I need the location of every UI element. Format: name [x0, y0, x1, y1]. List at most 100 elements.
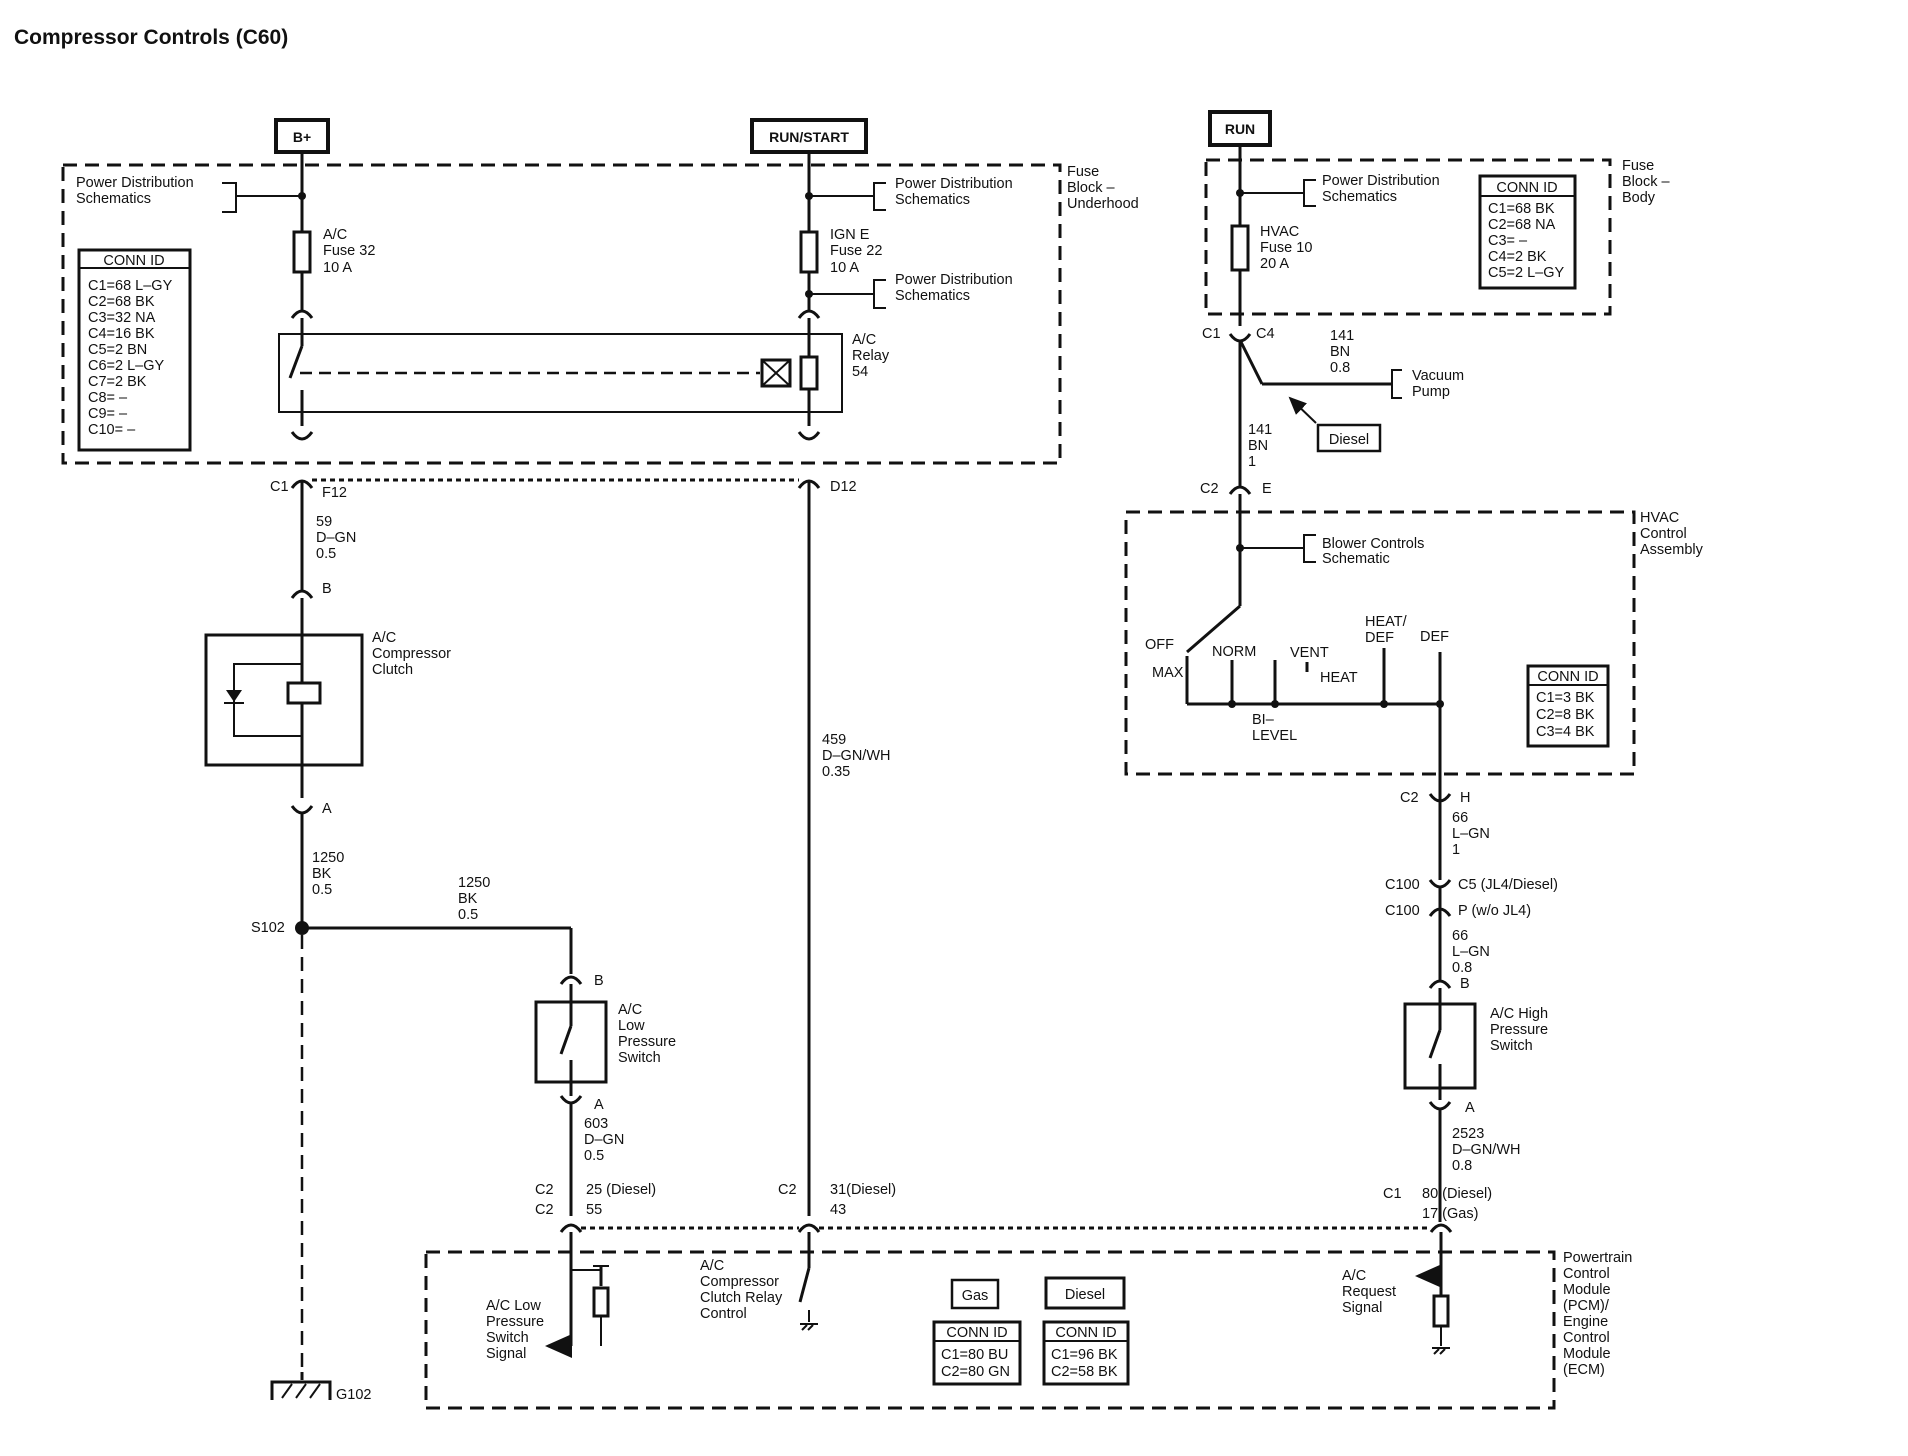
svg-text:A/C Low: A/C Low: [486, 1298, 541, 1314]
svg-text:C4=16 BK: C4=16 BK: [88, 326, 155, 342]
svg-text:C10= –: C10= –: [88, 422, 136, 438]
svg-text:Diesel: Diesel: [1065, 1287, 1105, 1303]
diesel-tag-vacuum: Diesel: [1316, 423, 1382, 453]
svg-text:A/C: A/C: [700, 1258, 724, 1274]
svg-text:C1=96 BK: C1=96 BK: [1051, 1347, 1118, 1363]
svg-text:2523: 2523: [1452, 1126, 1484, 1142]
wire-1250b-label: 1250 BK 0.5: [458, 875, 490, 923]
pcm-boundary: [424, 1250, 1556, 1410]
svg-text:A/C: A/C: [1342, 1268, 1366, 1284]
svg-text:DEF: DEF: [1420, 629, 1449, 645]
vacuum-pump-label: Vacuum Pump: [1412, 368, 1464, 400]
svg-text:C1=68 BK: C1=68 BK: [1488, 201, 1555, 217]
svg-text:1250: 1250: [458, 875, 490, 891]
svg-text:1: 1: [1248, 454, 1256, 470]
svg-text:Clutch Relay: Clutch Relay: [700, 1290, 783, 1306]
c1-right: C1: [1383, 1186, 1402, 1202]
svg-text:Switch: Switch: [1490, 1038, 1533, 1054]
svg-text:0.8: 0.8: [1452, 1158, 1472, 1174]
svg-text:10 A: 10 A: [830, 260, 859, 276]
low-pressure-switch-label: A/C Low Pressure Switch: [618, 1002, 676, 1066]
relay-coil: [760, 358, 792, 388]
ac-relay-box: [278, 333, 843, 413]
svg-text:C8= –: C8= –: [88, 390, 128, 406]
pin-43-label: 43: [830, 1202, 846, 1218]
svg-text:C2=68 BK: C2=68 BK: [88, 294, 155, 310]
c2h-c2-label: C2: [1400, 790, 1419, 806]
hvac-control-boundary: [1124, 510, 1636, 776]
svg-text:10 A: 10 A: [323, 260, 352, 276]
svg-text:Pump: Pump: [1412, 384, 1450, 400]
svg-text:A/C High: A/C High: [1490, 1006, 1548, 1022]
gas-conn-id-table: CONN ID C1=80 BU C2=80 GN: [932, 1320, 1022, 1386]
relay-resistor: [799, 355, 819, 391]
svg-text:Gas: Gas: [962, 1288, 989, 1304]
svg-text:Power Distribution: Power Distribution: [76, 175, 194, 191]
high-switch-pin-a: A: [1465, 1100, 1475, 1116]
splice-label: S102: [251, 920, 285, 936]
svg-text:D–GN/WH: D–GN/WH: [1452, 1142, 1520, 1158]
svg-text:Diesel: Diesel: [1329, 432, 1369, 448]
relay-control-driver: [798, 1232, 818, 1331]
low-switch-pin-a: A: [594, 1097, 604, 1113]
svg-text:Schematic: Schematic: [1322, 551, 1390, 567]
svg-text:Low: Low: [618, 1018, 645, 1034]
svg-text:LEVEL: LEVEL: [1252, 728, 1297, 744]
ground-label: G102: [336, 1387, 371, 1403]
fuse-32: [292, 230, 312, 274]
wire-66a-label: 66 L–GN 1: [1452, 810, 1490, 858]
svg-text:OFF: OFF: [1145, 637, 1174, 653]
svg-text:Fuse 32: Fuse 32: [323, 243, 375, 259]
svg-text:A/C: A/C: [618, 1002, 642, 1018]
svg-text:59: 59: [316, 514, 332, 530]
diesel-tag-pcm: Diesel: [1044, 1276, 1126, 1310]
c2e-e-label: E: [1262, 481, 1272, 497]
svg-text:Control: Control: [1640, 526, 1687, 542]
high-switch-pin-b: B: [1460, 976, 1470, 992]
svg-text:CONN ID: CONN ID: [946, 1325, 1007, 1341]
run-terminal: RUN: [1208, 110, 1272, 147]
svg-text:Body: Body: [1622, 190, 1656, 206]
pin-25-label: 25 (Diesel): [586, 1182, 656, 1198]
fuse-10: [1230, 224, 1250, 272]
svg-text:B+: B+: [293, 129, 311, 145]
svg-text:Assembly: Assembly: [1640, 542, 1704, 558]
fuse-block-body-label: Fuse Block – Body: [1622, 158, 1670, 206]
svg-text:0.35: 0.35: [822, 764, 850, 780]
wire-59-label: 59 D–GN 0.5: [316, 514, 356, 562]
mode-switch-wiper: [1186, 604, 1241, 654]
svg-text:CONN ID: CONN ID: [1496, 180, 1557, 196]
mode-position-labels: OFF MAX NORM BI– LEVEL VENT HEAT HEAT/ D…: [1145, 614, 1449, 744]
low-pressure-signal-label: A/C Low Pressure Switch Signal: [486, 1298, 544, 1362]
wire-141a-label: 141 BN 0.8: [1330, 328, 1354, 376]
svg-text:HEAT/: HEAT/: [1365, 614, 1408, 630]
pds-left-label: Power Distribution Schematics: [76, 175, 194, 207]
svg-text:HVAC: HVAC: [1260, 224, 1299, 240]
low-pressure-signal-circuit: [545, 1232, 610, 1358]
fuse-block-underhood-boundary: [61, 163, 1062, 465]
c2e-c2-label: C2: [1200, 481, 1219, 497]
blower-label: Blower Controls Schematic: [1322, 536, 1424, 567]
svg-text:C2=80 GN: C2=80 GN: [941, 1364, 1010, 1380]
high-pressure-switch-label: A/C High Pressure Switch: [1490, 1006, 1548, 1054]
svg-text:VENT: VENT: [1290, 645, 1329, 661]
svg-text:D–GN/WH: D–GN/WH: [822, 748, 890, 764]
svg-text:L–GN: L–GN: [1452, 826, 1490, 842]
svg-text:CONN ID: CONN ID: [1055, 1325, 1116, 1341]
svg-text:C6=2 L–GY: C6=2 L–GY: [88, 358, 165, 374]
hvac-label: HVAC Control Assembly: [1640, 510, 1704, 558]
wire-66b-label: 66 L–GN 0.8: [1452, 928, 1490, 976]
wire-459-label: 459 D–GN/WH 0.35: [822, 732, 890, 780]
svg-text:Fuse 22: Fuse 22: [830, 243, 882, 259]
svg-text:Schematics: Schematics: [1322, 189, 1397, 205]
svg-text:0.8: 0.8: [1452, 960, 1472, 976]
svg-text:MAX: MAX: [1152, 665, 1184, 681]
svg-text:Switch: Switch: [618, 1050, 661, 1066]
c2h-h-label: H: [1460, 790, 1470, 806]
svg-text:CONN ID: CONN ID: [103, 253, 164, 269]
svg-text:D–GN: D–GN: [584, 1132, 624, 1148]
svg-text:BK: BK: [312, 866, 332, 882]
svg-text:CONN ID: CONN ID: [1537, 669, 1598, 685]
svg-text:Control: Control: [1563, 1330, 1610, 1346]
